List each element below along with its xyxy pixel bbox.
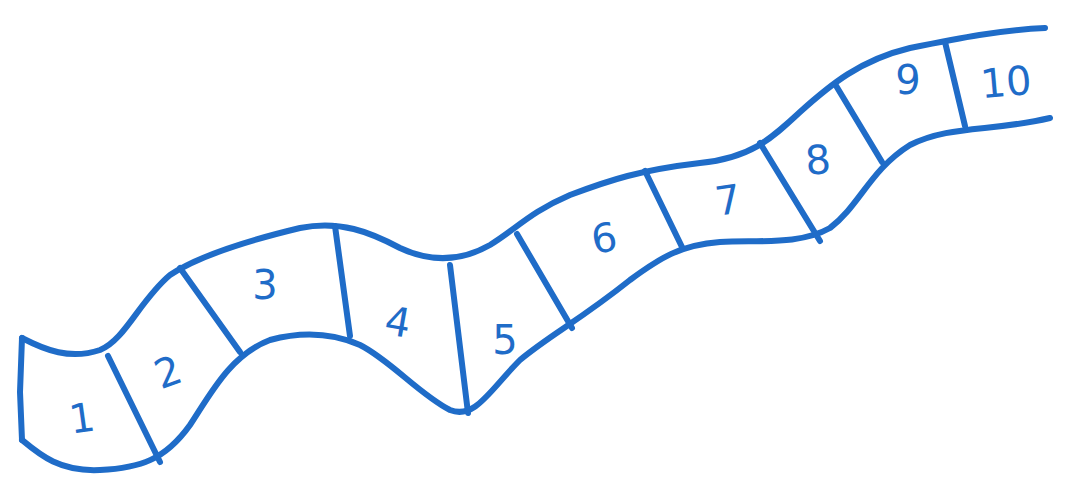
cell-divider — [180, 268, 240, 352]
band-cell: 9 — [891, 58, 924, 102]
band-cell: 8 — [799, 137, 836, 184]
band-top-edge — [22, 28, 1045, 354]
band-left-end — [20, 338, 22, 440]
cell-number: 9 — [895, 60, 920, 100]
band-cell: 2 — [145, 346, 191, 399]
cell-number: 1 — [67, 396, 98, 439]
band-cell: 10 — [975, 58, 1038, 107]
cell-number: 8 — [804, 139, 833, 181]
band-cell: 4 — [378, 297, 419, 346]
cell-number: 4 — [382, 300, 414, 344]
cell-divider — [945, 42, 965, 126]
cell-number: 10 — [979, 60, 1033, 104]
cell-number: 5 — [492, 320, 517, 360]
cell-divider — [335, 226, 350, 336]
band-cell: 3 — [248, 263, 281, 307]
cell-number: 3 — [252, 265, 277, 305]
band-cell: 1 — [62, 394, 101, 442]
cell-number: 2 — [149, 349, 187, 395]
band-bottom-edge — [22, 118, 1050, 470]
cell-number: 6 — [588, 216, 620, 260]
band-cell: 7 — [708, 176, 747, 224]
cell-divider — [450, 265, 468, 413]
band-cell: 6 — [584, 213, 625, 262]
cell-divider — [517, 234, 572, 328]
band-cell: 5 — [488, 318, 521, 362]
cell-divider — [835, 84, 882, 162]
cell-divider — [108, 356, 160, 462]
cell-divider — [645, 171, 682, 247]
cell-number: 7 — [713, 178, 744, 221]
